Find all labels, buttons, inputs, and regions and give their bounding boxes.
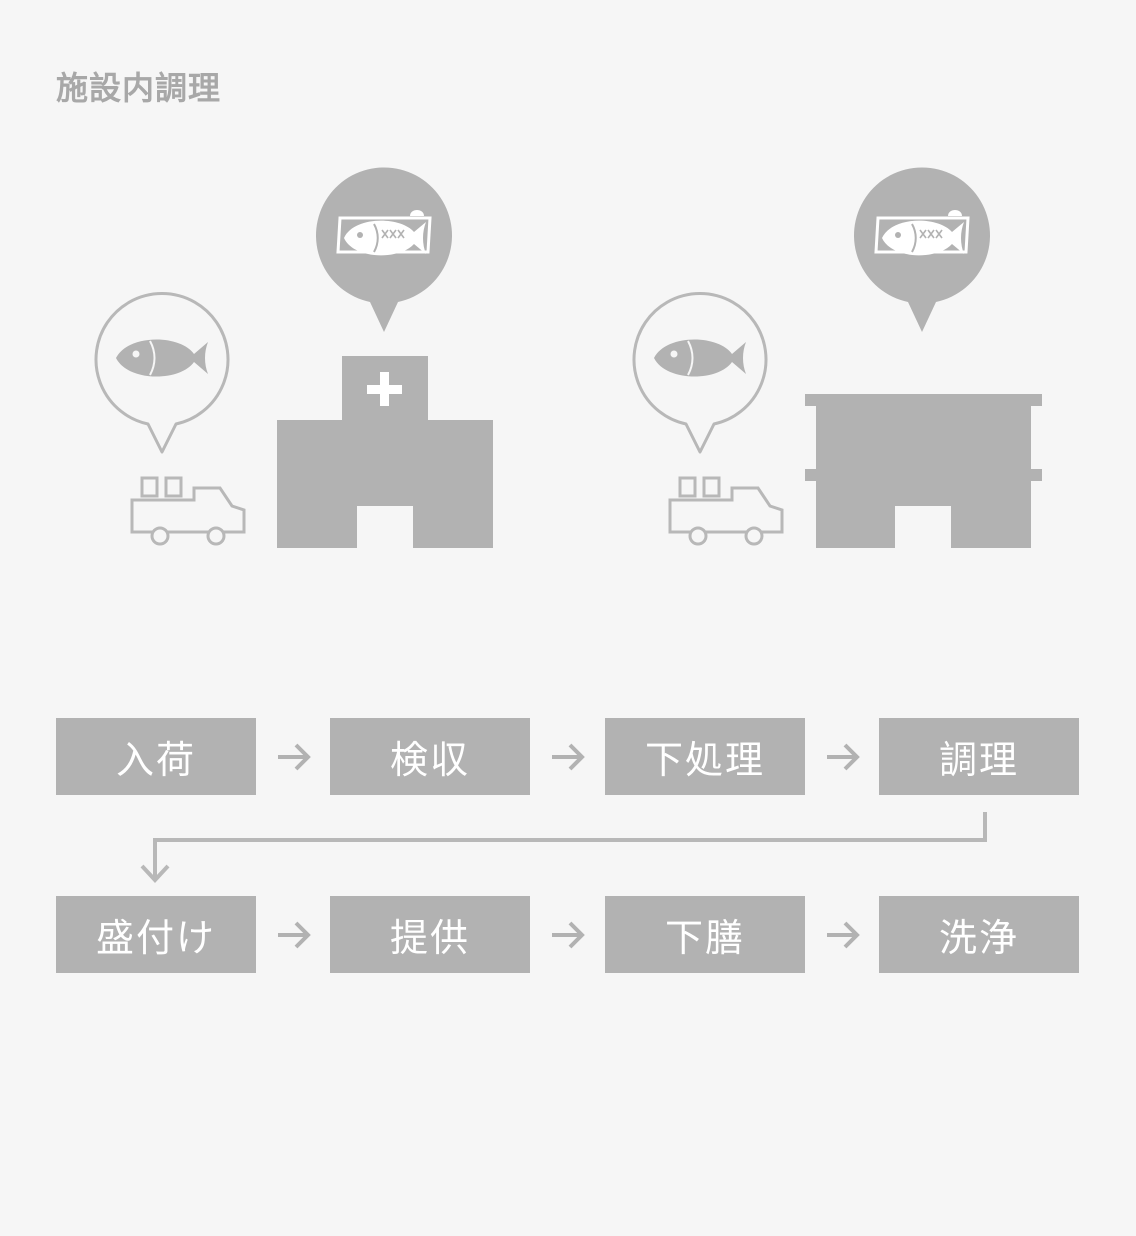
step-serving: 提供: [330, 896, 530, 973]
arrow-right-icon: [827, 743, 860, 771]
step-preprocessing: 下処理: [605, 718, 805, 795]
arrow-right-icon: [552, 921, 585, 949]
step-tray-return: 下膳: [605, 896, 805, 973]
step-arrival: 入荷: [56, 718, 256, 795]
fish-pin-icon: [94, 292, 230, 454]
prepared-fish-dish-pin-icon: [854, 167, 990, 332]
illustration: [94, 167, 1042, 548]
arrow-right-icon: [552, 743, 585, 771]
step-plating: 盛付け: [56, 896, 256, 973]
page-title: 施設内調理: [56, 69, 222, 107]
arrow-right-icon: [278, 921, 311, 949]
hospital-building-icon: [277, 356, 493, 548]
step-washing: 洗浄: [879, 896, 1079, 973]
delivery-truck-icon: [668, 476, 784, 546]
school-building-icon: [805, 394, 1042, 548]
fish-pin-icon: [632, 292, 768, 454]
delivery-truck-icon: [130, 476, 246, 546]
step-inspection: 検収: [330, 718, 530, 795]
step-cooking: 調理: [879, 718, 1079, 795]
arrow-right-icon: [827, 921, 860, 949]
arrow-right-icon: [278, 743, 311, 771]
prepared-fish-dish-pin-icon: [316, 167, 452, 332]
